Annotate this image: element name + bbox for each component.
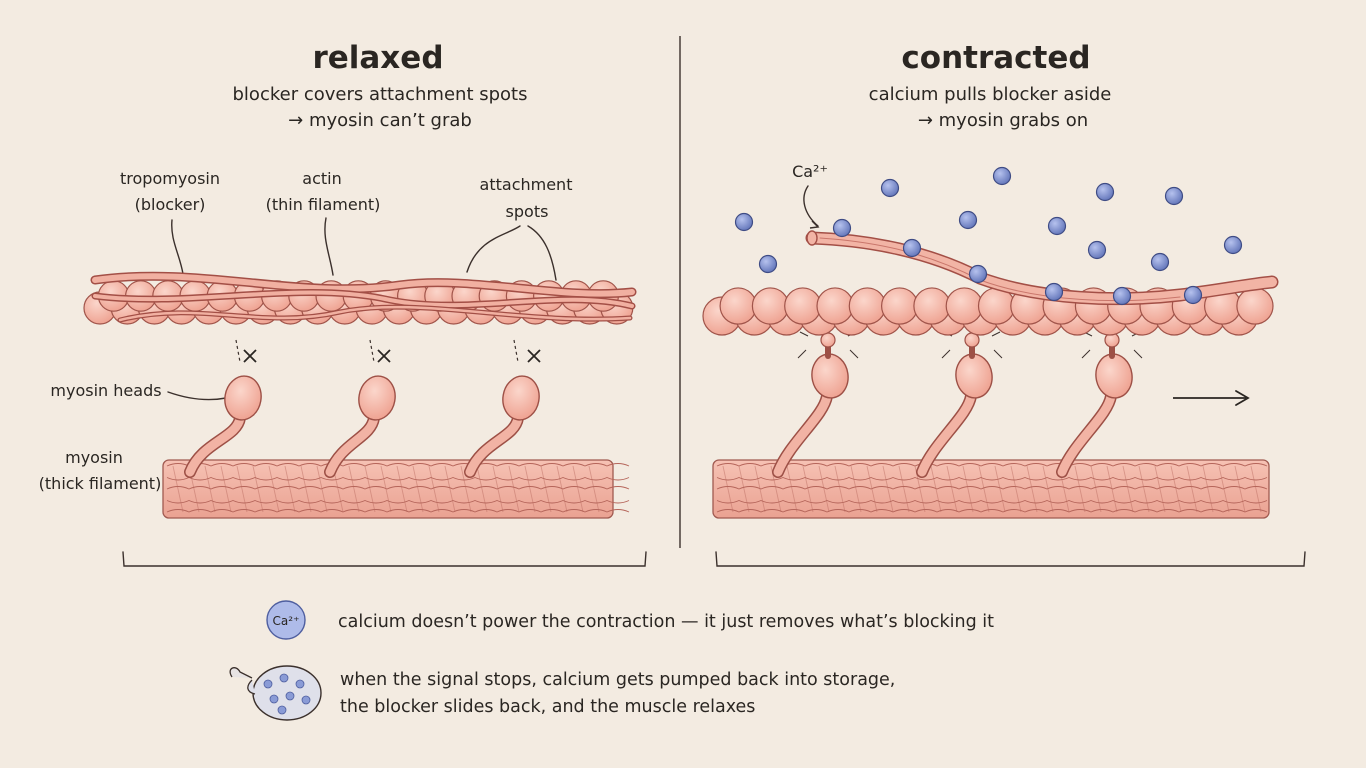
attachment-leader-right [527, 225, 557, 281]
actin-bead [881, 287, 919, 325]
calcium-ion [1095, 182, 1115, 202]
actin-bead [816, 287, 854, 325]
contracted-title: contracted [901, 40, 1090, 76]
stored-calcium-ion [277, 705, 287, 715]
calcium-note-text: calcium doesn’t power the contraction — … [338, 612, 994, 632]
stored-calcium-ion [285, 691, 295, 701]
attachment-leader-left [466, 225, 521, 273]
relaxed-subtitle-line2: → myosin can’t grab [288, 110, 472, 131]
calcium-ion [992, 166, 1012, 186]
myosin-heads-relaxed [184, 375, 540, 478]
thick-filament-relaxed [162, 459, 630, 519]
thick-filament-contracted [712, 459, 1270, 519]
sliding-direction-arrow [1173, 390, 1250, 406]
calcium-ion [958, 210, 978, 230]
calcium-ion [1164, 186, 1184, 206]
attachment-sublabel: spots [506, 202, 549, 221]
tropomyosin-label: tropomyosin [120, 169, 220, 188]
blocked-x-mark [527, 349, 541, 363]
myosin-label: myosin [65, 448, 123, 467]
relaxed-panel: relaxed blocker covers attachment spots … [39, 40, 647, 567]
storage-note: when the signal stops, calcium gets pump… [229, 665, 895, 721]
calcium-ion [832, 218, 852, 238]
calcium-ion-icon [266, 600, 306, 640]
calcium-ion [1087, 240, 1107, 260]
actin-leader [324, 217, 334, 276]
myosin-heads-leader [167, 391, 227, 401]
dashed-approach-line [513, 339, 519, 363]
calcium-ion [1112, 286, 1132, 306]
calcium-ion [968, 264, 988, 284]
myosin-head [955, 353, 993, 399]
actin-bead [1236, 287, 1274, 325]
tropomyosin-strands-relaxed [90, 271, 637, 323]
calcium-ion [1047, 216, 1067, 236]
calcium-ion [902, 238, 922, 258]
blocked-x-mark [377, 349, 391, 363]
calcium-ion [734, 212, 754, 232]
stored-calcium-ion [279, 673, 289, 683]
myosin-sublabel: (thick filament) [39, 474, 162, 493]
relaxed-title: relaxed [312, 40, 443, 76]
tropomyosin-sublabel: (blocker) [135, 195, 206, 214]
dashed-approach-line [369, 339, 375, 363]
calcium-leader-arrowhead [809, 220, 820, 229]
relaxed-subtitle-line1: blocker covers attachment spots [233, 84, 528, 105]
calcium-label: Ca²⁺ [792, 162, 828, 181]
blocked-x-mark [243, 349, 257, 363]
dashed-approach-line [235, 339, 241, 363]
actin-bead [913, 287, 951, 325]
calcium-icon-label: Ca²⁺ [273, 614, 300, 628]
stored-calcium-ion [269, 694, 279, 704]
contracted-subtitle-line1: calcium pulls blocker aside [869, 84, 1112, 105]
calcium-leader [803, 185, 819, 227]
myosin-head [811, 353, 849, 399]
myosin-head [358, 375, 396, 421]
actin-bead [784, 287, 822, 325]
actin-bead [719, 287, 757, 325]
actin-beads-contracted [702, 287, 1274, 336]
contracted-subtitle-line2: → myosin grabs on [918, 110, 1088, 131]
stored-calcium-ion [263, 679, 273, 689]
actin-bead [945, 287, 983, 325]
relaxed-bracket [122, 551, 647, 567]
tropomyosin-leader [171, 219, 184, 275]
blocked-binding-markers [235, 339, 541, 363]
actin-label: actin [302, 169, 341, 188]
calcium-note: Ca²⁺ calcium doesn’t power the contracti… [266, 600, 994, 640]
actin-bead [751, 287, 790, 325]
calcium-ion [880, 178, 900, 198]
stored-calcium-ion [295, 679, 305, 689]
calcium-ion [758, 254, 778, 274]
myosin-heads-contracted [772, 331, 1143, 478]
storage-note-line1: when the signal stops, calcium gets pump… [340, 670, 895, 690]
contracted-bracket [715, 551, 1306, 567]
calcium-ion [1223, 235, 1243, 255]
calcium-ions [734, 166, 1243, 306]
calcium-ion [1183, 285, 1203, 305]
calcium-ion [1044, 282, 1064, 302]
myosin-head [1095, 353, 1133, 399]
contracted-panel: contracted calcium pulls blocker aside →… [702, 40, 1306, 567]
calcium-storage-icon [229, 665, 322, 721]
attachment-label: attachment [480, 175, 573, 194]
actin-sublabel: (thin filament) [266, 195, 381, 214]
myosin-head [502, 375, 540, 421]
storage-note-line2: the blocker slides back, and the muscle … [340, 697, 755, 717]
stored-calcium-ion [301, 695, 311, 705]
myosin-heads-label: myosin heads [50, 381, 161, 400]
calcium-ion [1150, 252, 1170, 272]
myosin-head [224, 375, 262, 421]
actin-bead [848, 287, 886, 325]
